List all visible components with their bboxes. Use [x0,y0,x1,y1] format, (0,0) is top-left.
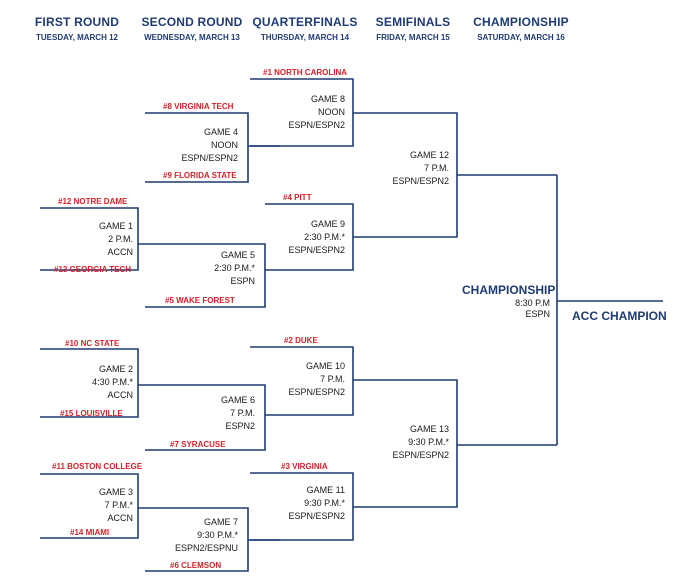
game-6-title: GAME 6 [220,395,255,405]
team-florida-state: #9 FLORIDA STATE [163,171,237,180]
team-nc-state: #10 NC STATE [65,339,120,348]
bracket-line-g1 [40,207,139,271]
game-2-tv: ACCN [107,389,133,400]
round-header-second: SECOND ROUND [141,15,243,29]
team-syracuse: #7 SYRACUSE [170,440,226,449]
game-12-time: 7 P.M. [424,162,449,173]
game-9-title: GAME 9 [310,219,345,229]
team-clemson: #6 CLEMSON [170,561,222,570]
game-3-time: 7 P.M.* [104,499,133,510]
game-4-time: NOON [211,139,238,150]
game-10-title: GAME 10 [305,361,345,371]
game-11-title: GAME 11 [306,485,345,495]
game-7-info: GAME 7 9:30 P.M.* ESPN2/ESPNU [158,516,238,554]
game-1-tv: ACCN [107,246,133,257]
game-3-info: GAME 3 7 P.M.* ACCN [53,486,133,524]
bracket-line-g4 [145,112,249,183]
game-5-info: GAME 5 2:30 P.M.* ESPN [175,249,255,287]
team-virginia: #3 VIRGINIA [281,462,328,471]
game-12-info: GAME 12 7 P.M. ESPN/ESPN2 [369,149,449,187]
round-header-championship: CHAMPIONSHIP [473,15,569,29]
game-13-info: GAME 13 9:30 P.M.* ESPN/ESPN2 [369,423,449,461]
bracket-line-g10 [250,346,354,416]
team-pitt: #4 PITT [283,193,312,202]
game-5-tv: ESPN [230,275,255,286]
game-4-title: GAME 4 [203,127,238,137]
game-5-title: GAME 5 [220,250,255,260]
game-4-tv: ESPN/ESPN2 [181,152,238,163]
team-georgia-tech: #13 GEORGIA TECH [54,265,132,274]
championship-tv: ESPN [525,309,550,319]
round-header-quarterfinals: QUARTERFINALS [252,15,358,29]
round-date-championship: SATURDAY, MARCH 16 [477,33,565,42]
game-8-info: GAME 8 NOON ESPN/ESPN2 [265,93,345,131]
game-10-tv: ESPN/ESPN2 [288,386,345,397]
championship-title: CHAMPIONSHIP [462,283,556,297]
team-wake-forest: #5 WAKE FOREST [165,296,235,305]
round-date-semifinals: FRIDAY, MARCH 15 [376,33,450,42]
round-header-semifinals: SEMIFINALS [375,15,451,29]
game-9-time: 2:30 P.M.* [304,231,345,242]
round-date-first: TUESDAY, MARCH 12 [36,33,118,42]
bracket-line-g6 [145,384,266,451]
game-10-time: 7 P.M. [320,373,345,384]
team-virginia-tech: #8 VIRGINIA TECH [163,102,234,111]
game-6-time: 7 P.M. [230,407,255,418]
game-12-tv: ESPN/ESPN2 [392,175,449,186]
game-11-tv: ESPN/ESPN2 [288,510,345,521]
game-8-tv: ESPN/ESPN2 [288,119,345,130]
championship-info: CHAMPIONSHIP 8:30 P.M ESPN [462,283,556,319]
game-11-time: 9:30 P.M.* [304,497,345,508]
game-3-title: GAME 3 [98,487,133,497]
game-4-info: GAME 4 NOON ESPN/ESPN2 [158,126,238,164]
game-5-time: 2:30 P.M.* [214,262,255,273]
championship-time: 8:30 P.M [515,298,550,308]
game-13-tv: ESPN/ESPN2 [392,449,449,460]
game-9-info: GAME 9 2:30 P.M.* ESPN/ESPN2 [265,218,345,256]
game-1-time: 2 P.M. [108,233,133,244]
team-notre-dame: #12 NOTRE DAME [58,197,128,206]
bracket-line-g13 [383,379,458,508]
team-duke: #2 DUKE [284,336,318,345]
game-3-tv: ACCN [107,512,133,523]
game-13-time: 9:30 P.M.* [408,436,449,447]
round-date-second: WEDNESDAY, MARCH 13 [144,33,240,42]
team-boston-college: #11 BOSTON COLLEGE [52,462,143,471]
game-7-time: 9:30 P.M.* [197,529,238,540]
game-2-info: GAME 2 4:30 P.M.* ACCN [53,363,133,401]
game-2-title: GAME 2 [98,364,133,374]
game-9-tv: ESPN/ESPN2 [288,244,345,255]
round-date-quarterfinals: THURSDAY, MARCH 14 [260,33,350,42]
game-1-info: GAME 1 2 P.M. ACCN [53,220,133,258]
acc-champion-label: ACC CHAMPION [572,309,667,323]
game-13-title: GAME 13 [409,424,449,434]
game-12-title: GAME 12 [409,150,449,160]
bracket-line-g3 [40,473,139,539]
bracket-line-g5 [145,243,266,308]
game-7-title: GAME 7 [203,517,238,527]
game-7-tv: ESPN2/ESPNU [174,542,238,553]
game-8-time: NOON [318,106,345,117]
game-10-info: GAME 10 7 P.M. ESPN/ESPN2 [265,360,345,398]
game-1-title: GAME 1 [98,221,133,231]
game-6-tv: ESPN2 [225,420,255,431]
team-miami: #14 MIAMI [70,528,110,537]
team-north-carolina: #1 NORTH CAROLINA [263,68,348,77]
game-11-info: GAME 11 9:30 P.M.* ESPN/ESPN2 [265,484,345,522]
game-6-info: GAME 6 7 P.M. ESPN2 [175,394,255,432]
game-2-time: 4:30 P.M.* [92,376,133,387]
round-header-first: FIRST ROUND [34,15,120,29]
bracket-line-g2 [40,348,139,418]
game-8-title: GAME 8 [310,94,345,104]
team-louisville: #15 LOUISVILLE [60,409,123,418]
